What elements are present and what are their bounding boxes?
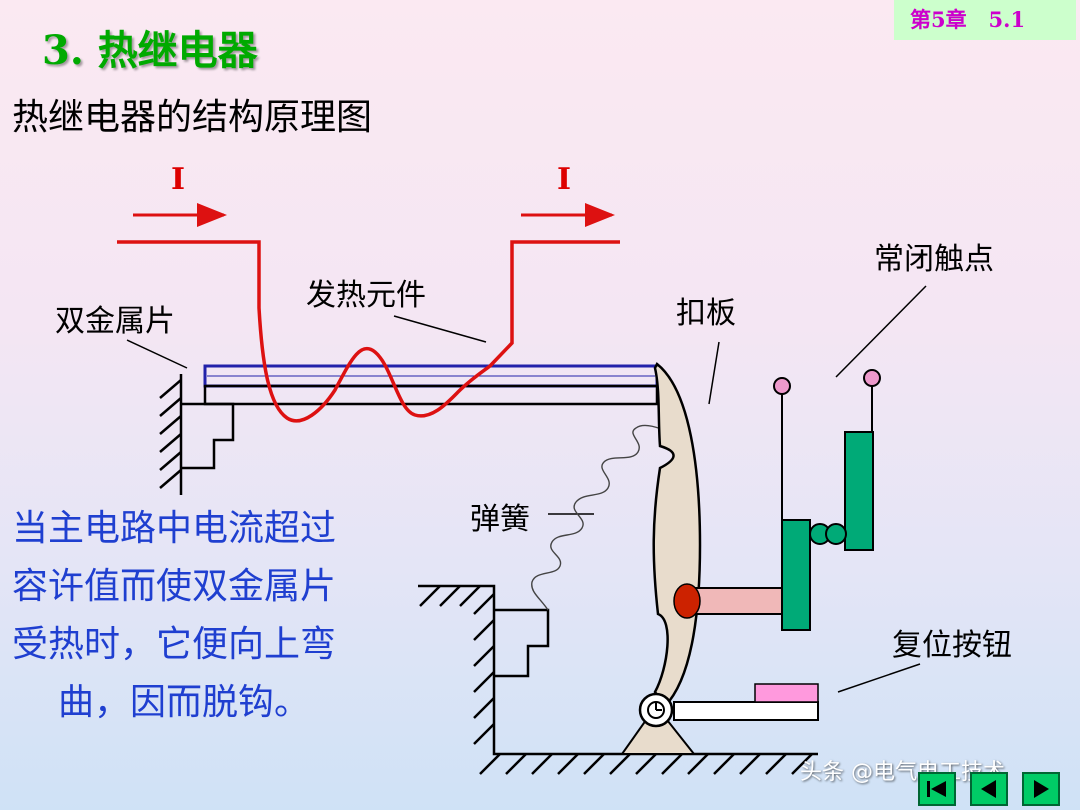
nav-prev-button[interactable] <box>970 772 1008 806</box>
leader-bimetal <box>126 339 188 369</box>
leader-reset <box>837 663 921 693</box>
leader-nc-contact <box>835 285 927 378</box>
nav-first-button[interactable] <box>918 772 956 806</box>
reset-button-assembly <box>673 683 819 721</box>
skip-back-icon <box>927 781 946 797</box>
nc-contact-label: 常闭触点 <box>874 242 994 277</box>
diagram-subtitle: 热继电器的结构原理图 <box>12 97 373 138</box>
heater-wire <box>117 240 620 423</box>
description-line: 受热时，它便向上弯 <box>12 624 337 665</box>
page-title: 3. 热继电器 <box>42 27 258 74</box>
nc-contact-assembly <box>773 369 881 631</box>
arrow-right-icon <box>1034 780 1049 798</box>
pivot-base <box>620 692 697 755</box>
heater-label: 发热元件 <box>306 278 426 313</box>
leader-heater <box>393 315 487 343</box>
bimetal-label: 双金属片 <box>55 304 175 339</box>
nav-next-button[interactable] <box>1022 772 1060 806</box>
spring-label: 弹簧 <box>470 502 530 537</box>
left-wall <box>159 374 235 495</box>
description-line: 容许值而使双金属片 <box>12 566 337 607</box>
reset-button-label: 复位按钮 <box>892 628 1012 663</box>
arrow-left-icon <box>981 780 996 798</box>
description-text: 当主电路中电流超过 容许值而使双金属片 受热时，它便向上弯 曲，因而脱钩。 <box>12 500 412 732</box>
description-line: 曲，因而脱钩。 <box>58 682 311 723</box>
current-label-right: I <box>557 162 572 197</box>
latch-label: 扣板 <box>676 296 736 331</box>
description-line: 当主电路中电流超过 <box>12 508 337 549</box>
current-label-left: I <box>171 162 186 197</box>
spring <box>531 424 673 611</box>
latch-plate <box>652 362 702 708</box>
leader-latch <box>708 341 720 405</box>
chapter-label: 第5章 5.1 <box>894 0 1076 40</box>
